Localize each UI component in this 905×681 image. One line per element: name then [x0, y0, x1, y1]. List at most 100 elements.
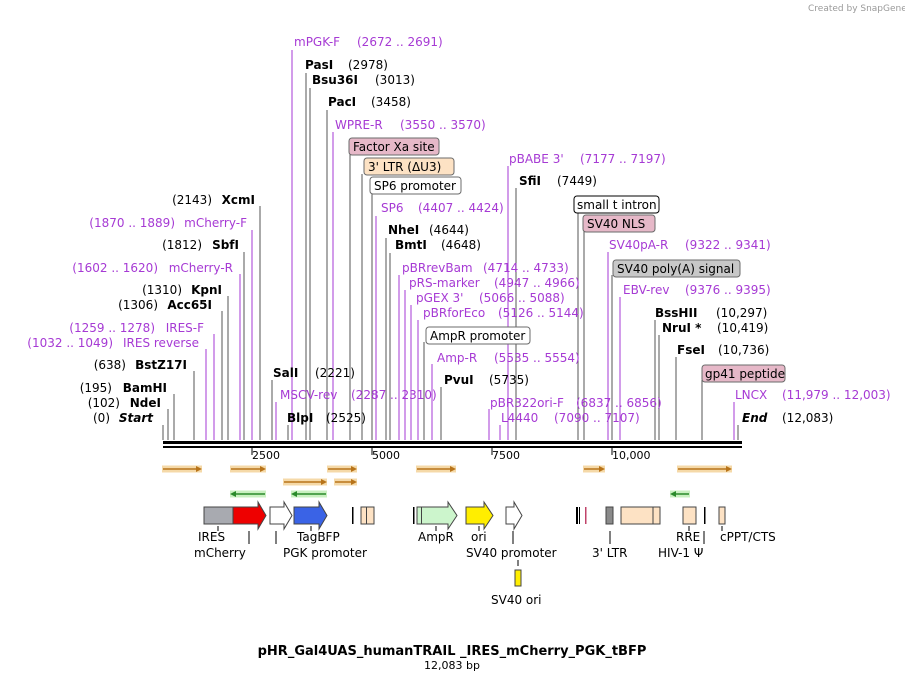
bsshii-label: BssHII: [655, 306, 697, 320]
ampr-promoter-box: [425, 326, 531, 345]
pbrforeco-label: pBRforEco: [423, 306, 485, 320]
sp6-pos: (4407 .. 4424): [418, 201, 504, 215]
pbabe3-label: pBABE 3': [509, 152, 564, 166]
plasmid-name: pHR_Gal4UAS_humanTRAIL _IRES_mCherry_PGK…: [258, 644, 647, 659]
ndei-label: NdeI: [130, 396, 161, 410]
ltr-u3-block: [360, 506, 375, 525]
rre-block: [682, 506, 697, 525]
prs-marker-label: pRS-marker: [409, 276, 480, 290]
ltr-u3-box: [363, 157, 455, 176]
sp6-label: SP6: [381, 201, 404, 215]
start-label: Start: [119, 411, 154, 425]
pbrrevbam-label: pBRrevBam: [402, 261, 473, 275]
paci-pos: (3458): [371, 95, 411, 109]
sfii-label: SfiI: [519, 174, 541, 188]
mscv-rev-label: MSCV-rev: [280, 388, 337, 402]
features-row: [203, 500, 726, 587]
mcherry-r-label: mCherry-R: [169, 261, 233, 275]
sbfi-label: SbfI: [212, 238, 239, 252]
orf-forward-1: [162, 465, 202, 473]
orf-reverse-2: [291, 490, 327, 498]
pasi-pos: (2978): [348, 58, 388, 72]
lncx-pos: (11,979 .. 12,003): [782, 388, 891, 402]
sp6-promoter-label: SP6 promoter: [374, 179, 456, 193]
ltr-3-label: 3' LTR: [592, 546, 627, 560]
sv40-nls-box: [582, 214, 656, 233]
ebv-rev-label: EBV-rev: [623, 283, 669, 297]
bamhi-label: BamHI: [123, 381, 167, 395]
xcmi-label: XcmI: [222, 193, 255, 207]
cppt-block: [718, 506, 726, 525]
bamhi-pos: (195): [80, 381, 112, 395]
bstz17i-pos: (638): [94, 358, 126, 372]
mcherry-f-label: mCherry-F: [184, 216, 247, 230]
l4440-pos: (7090 .. 7107): [554, 411, 640, 425]
sv40-ori-label: SV40 ori: [491, 593, 542, 607]
sv40-promoter-label: SV40 promoter: [466, 546, 557, 560]
blpi-label: BlpI: [287, 411, 313, 425]
end-label: End: [742, 411, 768, 425]
orf-forward-5: [583, 465, 605, 473]
factor-xa-box: [348, 137, 440, 156]
middle-sites: mPGK-F (2672 .. 2691) PasI (2978) Bsu36I…: [273, 35, 666, 425]
ires-f-label: IRES-F: [166, 321, 204, 335]
lncx-label: LNCX: [735, 388, 767, 402]
rre-label: RRE: [676, 530, 700, 544]
amp-r-pos: (5535 .. 5554): [494, 351, 580, 365]
small-t-box: [573, 195, 660, 214]
ori-label: ori: [471, 530, 487, 544]
sv40-nls-mark: [585, 507, 587, 524]
site-lines: [162, 50, 739, 440]
pvui-pos: (5735): [489, 373, 529, 387]
ampr-promoter-label: AmpR promoter: [430, 329, 525, 343]
map-title: pHR_Gal4UAS_humanTRAIL _IRES_mCherry_PGK…: [258, 644, 647, 672]
hiv-psi-mark: [704, 507, 706, 524]
small-t-label: small t intron: [577, 198, 657, 212]
mcherry-r-pos: (1602 .. 1620): [72, 261, 158, 275]
pgex3-pos: (5066 .. 5088): [479, 291, 565, 305]
credit-text: Created by SnapGene: [808, 4, 905, 14]
small-t-mark: [576, 507, 578, 524]
sfii-pos: (7449): [557, 174, 597, 188]
pgex3-label: pGEX 3': [416, 291, 463, 305]
ires-reverse-label: IRES reverse: [123, 336, 199, 350]
orf-reverse-1: [230, 490, 266, 498]
ires-reverse-pos: (1032 .. 1049): [27, 336, 113, 350]
bstz17i-label: BstZ17I: [135, 358, 187, 372]
fsei-pos: (10,736): [718, 343, 769, 357]
mcherry-label: mCherry: [194, 546, 246, 560]
sp6-promoter-box: [369, 176, 462, 195]
pbrrevbam-pos: (4714 .. 4733): [483, 261, 569, 275]
amp-r-label: Amp-R: [437, 351, 477, 365]
factor-xa-label: Factor Xa site: [353, 140, 435, 154]
cppt-cts-label: cPPT/CTS: [720, 530, 776, 544]
gp41-box: [701, 364, 786, 383]
pgk-promoter-label: PGK promoter: [283, 546, 367, 560]
backbone: 2500 5000 7500 10,000: [163, 441, 742, 462]
orf-forward-8: [334, 478, 357, 486]
orf-reverse-3: [670, 490, 690, 498]
nhei-label: NheI: [388, 223, 419, 237]
orf-forward-4: [416, 465, 456, 473]
ampr-promoter-mark: [413, 507, 415, 524]
sv40-promoter-arrow: [505, 500, 523, 531]
pvui-label: PvuI: [444, 373, 474, 387]
ampr-label: AmpR: [418, 530, 454, 544]
ampr-arrow: [416, 500, 458, 531]
tagbfp-arrow: [293, 500, 328, 531]
ruler-10000: 10,000: [612, 449, 651, 462]
sv40-polya-label: SV40 poly(A) signal: [617, 262, 734, 276]
pbabe3-pos: (7177 .. 7197): [580, 152, 666, 166]
pbr322ori-f-pos: (6837 .. 6856): [576, 396, 662, 410]
ires-f-pos: (1259 .. 1278): [69, 321, 155, 335]
bmti-label: BmtI: [395, 238, 427, 252]
pgk-promoter-arrow: [269, 500, 293, 531]
wpre-r-pos: (3550 .. 3570): [400, 118, 486, 132]
hiv-psi-label: HIV-1 Ψ: [658, 546, 703, 560]
factor-xa-mark: [352, 507, 354, 524]
ruler-7500: 7500: [492, 449, 520, 462]
start-pos: (0): [93, 411, 110, 425]
sali-pos: (2221): [315, 366, 355, 380]
sv40pa-r-pos: (9322 .. 9341): [685, 238, 771, 252]
